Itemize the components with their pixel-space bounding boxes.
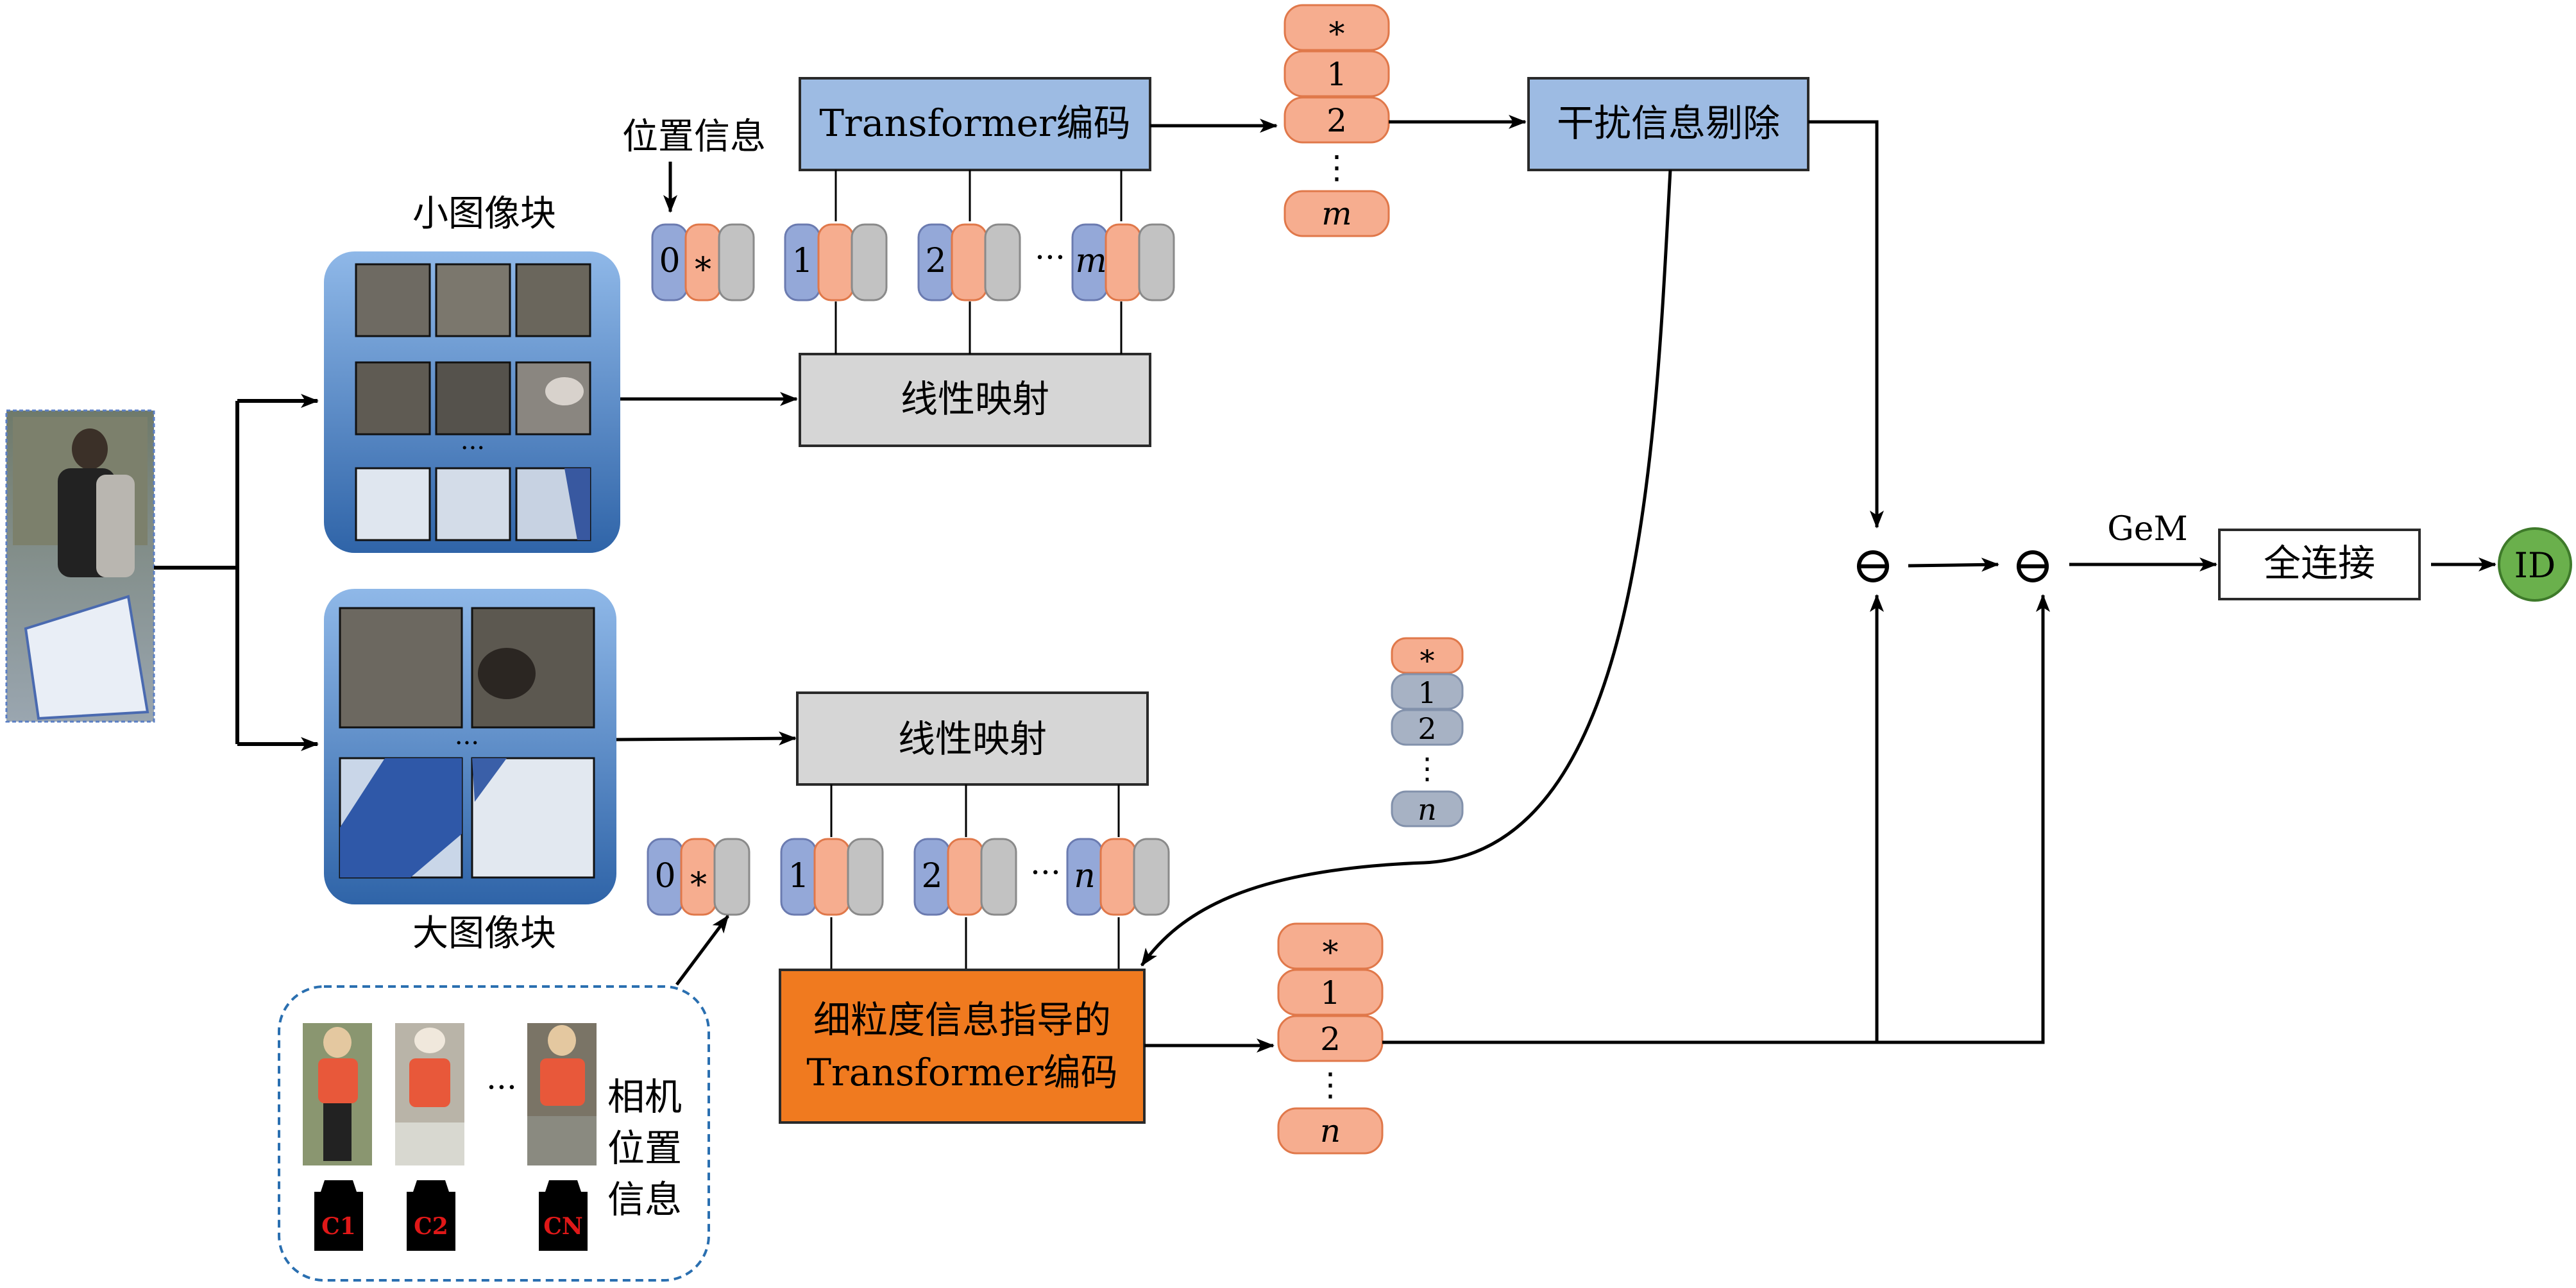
camera-person-n (527, 1023, 597, 1165)
top-token-star-label: * (695, 251, 711, 289)
position-info-label: 位置信息 (622, 116, 766, 158)
top-token-connectors (835, 170, 1123, 354)
top-seq-star: * (1329, 15, 1345, 53)
camera-label-line1: 相机 (607, 1075, 682, 1119)
top-output-seq: * 1 2 ⋮ m (1284, 4, 1390, 237)
bottom-output-seq: * 1 2 ⋮ n (1277, 922, 1384, 1155)
camera-label-line3: 信息 (607, 1178, 682, 1221)
mid-seq: * 1 2 ⋮ n (1391, 637, 1464, 827)
removal-to-minus1-arrow (1808, 120, 1884, 529)
bottom-token-group-1: 1 (780, 838, 884, 916)
camera-icon-1: C1 (314, 1180, 363, 1251)
top-token-2-label: 2 (925, 242, 946, 280)
fully-connected-box (2218, 529, 2421, 600)
bottom-token-star-label: * (690, 866, 707, 904)
mid-seq-vdots: ⋮ (1412, 751, 1442, 786)
large-patches-label: 大图像块 (412, 913, 556, 954)
removal-to-fine-encoder-curve (1140, 169, 1672, 967)
camera-ellipsis: ··· (486, 1069, 517, 1106)
bottom-seq-2: 2 (1320, 1021, 1341, 1058)
bottom-seq-vdots: ⋮ (1314, 1066, 1346, 1103)
top-token-group-0: 0 * (651, 223, 755, 301)
fine-grained-encoder-box (779, 969, 1146, 1124)
input-person-image (5, 409, 155, 723)
linear-projection-top-label: 线性映射 (901, 377, 1049, 421)
camera-info-panel (278, 985, 710, 1282)
top-token-group-2: 2 (917, 223, 1021, 301)
fine-grained-encoder-line1: 细粒度信息指导的 (813, 998, 1111, 1042)
svg-text:C2: C2 (414, 1213, 448, 1240)
top-token-ellipsis: ··· (1035, 239, 1065, 276)
top-token-1-label: 1 (792, 242, 813, 280)
bottom-token-0-label: 0 (654, 857, 675, 895)
fine-grained-encoder-line2: Transformer编码 (806, 1051, 1117, 1094)
minus-node-1: ⊖ (1851, 535, 1894, 595)
top-seq-2: 2 (1326, 102, 1347, 139)
camera-icon-n: CN (539, 1180, 588, 1251)
id-label: ID (2514, 545, 2556, 586)
gem-label: GeM (2107, 510, 2188, 548)
camera-label-line2: 位置 (607, 1126, 682, 1170)
small-patch-panel: ··· (324, 251, 620, 553)
bottom-token-group-2: 2 (913, 838, 1017, 916)
camera-icon-2: C2 (407, 1180, 455, 1251)
fully-connected-label: 全连接 (2264, 541, 2375, 585)
bottom-seq-n: n (1320, 1112, 1341, 1149)
bottom-token-ellipsis: ··· (1030, 854, 1061, 891)
top-token-m-label: m (1075, 242, 1106, 280)
transformer-encoder-label: Transformer编码 (819, 101, 1130, 145)
bottom-token-group-n: n (1066, 838, 1170, 916)
large-patch-panel: ··· (324, 589, 616, 904)
svg-text:CN: CN (543, 1213, 583, 1240)
camera-person-1 (303, 1023, 372, 1165)
top-token-group-1: 1 (784, 223, 888, 301)
mid-seq-2: 2 (1418, 711, 1436, 746)
large-to-linear-arrow (616, 731, 797, 746)
top-token-0-label: 0 (659, 242, 680, 280)
seq-to-minus2-arrow (1382, 594, 2050, 1044)
top-token-group-m: m (1071, 223, 1175, 301)
small-patches-label: 小图像块 (412, 193, 556, 235)
small-patch-ellipsis: ··· (461, 434, 485, 463)
interference-removal-box (1527, 77, 1809, 171)
linear-projection-top-box (799, 353, 1151, 447)
mid-seq-1: 1 (1418, 675, 1436, 710)
camera-to-token-arrow (675, 915, 730, 986)
top-seq-vdots: ⋮ (1321, 149, 1353, 186)
interference-removal-label: 干扰信息剔除 (1557, 101, 1780, 145)
svg-text:C1: C1 (321, 1213, 356, 1240)
bottom-seq-star: * (1323, 934, 1339, 971)
bottom-token-2-label: 2 (921, 857, 942, 895)
mid-seq-star: * (1420, 643, 1435, 678)
id-circle (2498, 527, 2572, 602)
top-seq-m: m (1321, 195, 1352, 232)
transformer-encoder-box (799, 77, 1151, 171)
minus1-to-minus2-arrow (1908, 557, 1999, 572)
bottom-token-1-label: 1 (788, 857, 809, 895)
large-patch-ellipsis: ··· (455, 729, 479, 758)
bottom-token-n-label: n (1074, 857, 1096, 895)
camera-person-2 (395, 1023, 464, 1165)
mid-seq-n: n (1418, 792, 1437, 827)
linear-projection-bottom-box (796, 691, 1149, 786)
bottom-token-group-0: 0 * (647, 838, 750, 916)
top-seq-1: 1 (1326, 56, 1347, 93)
linear-projection-bottom-label: 线性映射 (898, 717, 1047, 761)
bottom-token-connectors (830, 784, 1120, 969)
minus-node-2: ⊖ (2011, 535, 2054, 595)
input-branch-lines (154, 394, 319, 751)
bottom-seq-1: 1 (1320, 974, 1341, 1012)
